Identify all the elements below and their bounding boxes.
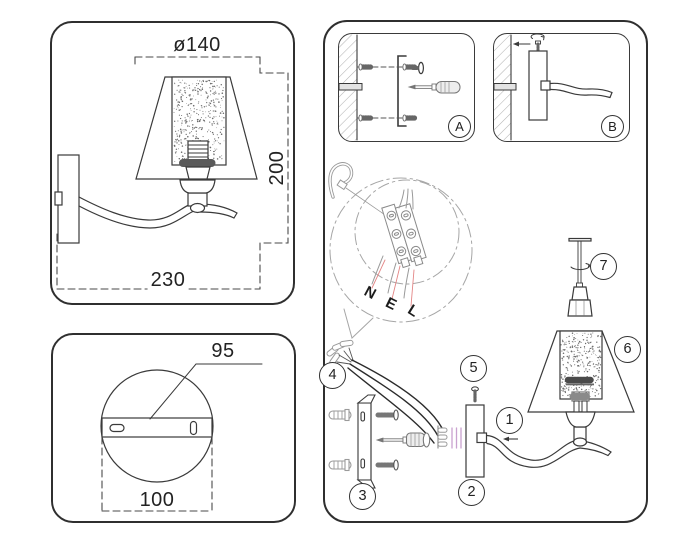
part6-badge: 6 xyxy=(614,336,641,363)
part3-badge: 3 xyxy=(349,483,376,510)
shade-texture xyxy=(560,332,602,398)
screw-icon xyxy=(530,33,545,54)
part6-label: 6 xyxy=(623,341,632,358)
plug-connector-icon xyxy=(437,425,448,449)
part1-label: 1 xyxy=(505,412,514,429)
part5-badge: 5 xyxy=(460,355,487,382)
step-a-badge: A xyxy=(448,115,471,138)
terminal-block-icon xyxy=(381,203,427,269)
width-dimension-label: 230 xyxy=(147,270,189,290)
part2-badge: 2 xyxy=(458,479,485,506)
screw-icon xyxy=(411,61,425,75)
step-b-drawing xyxy=(493,33,613,141)
part2-backplate xyxy=(465,404,488,478)
connector-pins-icon xyxy=(451,427,462,449)
step-b-badge: B xyxy=(601,115,624,138)
wiring-callout xyxy=(328,162,473,339)
bracket-dimension-label: 95 xyxy=(208,341,238,361)
part4-label: 4 xyxy=(328,367,337,384)
wire-label-leaders xyxy=(371,259,415,307)
part5-label: 5 xyxy=(469,360,478,377)
assembled-lamp-drawing xyxy=(486,237,635,468)
part2-label: 2 xyxy=(467,484,476,501)
dimension-lines xyxy=(101,436,213,512)
mains-cable-icon xyxy=(328,162,392,220)
wires xyxy=(371,188,414,299)
step-a-label: A xyxy=(455,119,464,134)
step-a-drawing xyxy=(338,34,461,141)
part5-screw xyxy=(471,386,479,403)
part4-badge: 4 xyxy=(319,362,346,389)
screwdriver-icon xyxy=(375,432,431,448)
back-view-drawing xyxy=(100,363,263,512)
part7-label: 7 xyxy=(599,258,608,275)
part7-finial xyxy=(567,237,593,317)
side-view-drawing xyxy=(54,56,289,290)
part3-label: 3 xyxy=(358,488,367,505)
wall-anchor-icon xyxy=(328,408,352,472)
screw-icon xyxy=(375,409,399,471)
crimp-terminals-icon xyxy=(326,339,354,366)
insert-arrow-icon xyxy=(503,436,518,442)
part4-wire-harness xyxy=(326,339,462,449)
plate-dimension-label: 100 xyxy=(136,490,178,510)
step-b-label: B xyxy=(608,119,617,134)
part7-badge: 7 xyxy=(590,253,617,280)
screwdriver-icon xyxy=(407,81,461,94)
part1-badge: 1 xyxy=(496,407,523,434)
diameter-dimension-label: ø140 xyxy=(170,35,224,55)
screw-icon xyxy=(358,63,418,122)
height-dimension-label: 200 xyxy=(266,147,288,189)
